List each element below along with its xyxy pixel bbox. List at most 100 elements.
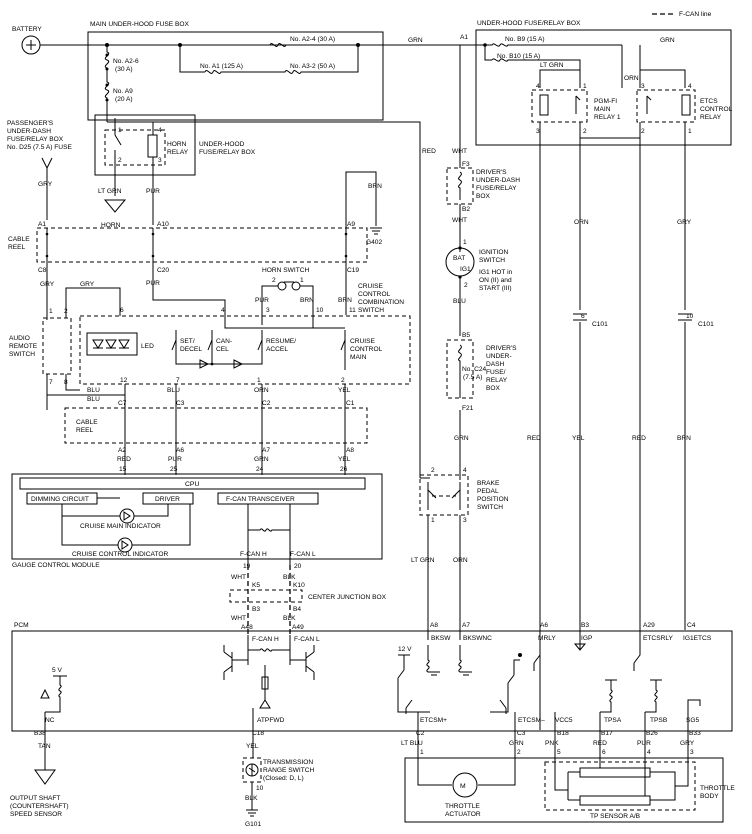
fuse-a26-l2: (30 A) (115, 66, 133, 73)
trs-3: (Closed: D, L) (263, 775, 304, 782)
reel1-l1: CABLE (8, 236, 30, 243)
conn-c3-pcm: C3 (517, 730, 526, 737)
brk-pin1: 1 (431, 517, 435, 524)
pcm-igp: IGP (581, 635, 593, 642)
pcm-fcanh: F-CAN H (252, 636, 279, 643)
pcm-etcsmm: ETCSM– (518, 717, 545, 724)
legend-fcan-text: F-CAN line (679, 11, 712, 18)
etcs-label-3: RELAY (700, 114, 722, 121)
cmain-2: CONTROL (350, 346, 383, 353)
conn-a8-pcm: A8 (430, 622, 438, 629)
fuse-a9-l1: No. A9 (113, 88, 133, 95)
etcs-pin1: 1 (688, 128, 692, 135)
oss-2: (COUNTERSHAFT) (10, 803, 69, 810)
wire-yel-c1: YEL (338, 387, 351, 394)
conn-b3: B3 (252, 606, 260, 613)
cable-reel-top: CABLE REEL A1 A10 A9 C8 C20 C19 (8, 221, 368, 274)
wire-blk-can: BLK (283, 574, 296, 581)
drv-box1-4: BOX (476, 193, 491, 200)
pgm-label-3: RELAY 1 (594, 114, 621, 121)
oss-3: SPEED SENSOR (10, 811, 62, 818)
wire-orn-r1: ORN (574, 219, 589, 226)
fuse-a26-l1: No. A2-6 (113, 58, 139, 65)
wire-gry-tp: GRY (680, 740, 695, 747)
gauge-control-module: GAUGE CONTROL MODULE CPU DIMMING CIRCUIT… (11, 473, 383, 570)
ars-pin1: 1 (49, 308, 53, 315)
wire-pur-horn: PUR (146, 188, 160, 195)
conn-c7: C7 (118, 400, 127, 407)
underhood-fuse-relay-box: UNDER-HOOD FUSE/RELAY BOX No. B9 (15 A) … (470, 20, 733, 146)
drv2-4: FUSE/ (486, 369, 506, 376)
reel1-l2: REEL (8, 244, 26, 251)
resume-2: ACCEL (266, 346, 288, 353)
ign-note-2: ON (II) and (479, 277, 512, 284)
battery-label: BATTERY (12, 26, 42, 33)
fuse-a32-label: No. A3-2 (50 A) (290, 63, 335, 70)
wire-wht-can: WHT (231, 574, 246, 581)
fcan-lines: WHT BLK K5 K10 CENTER JUNCTION BOX B3 B4… (229, 565, 387, 635)
trs-pin10: 10 (256, 785, 264, 792)
drv-box1-2: UNDER-DASH (476, 177, 520, 184)
pass-1: PASSENGER'S (7, 120, 54, 127)
pcm-mrly: MRLY (538, 635, 556, 642)
pgm-pin2: 2 (583, 128, 587, 135)
drv2-1: DRIVER'S (486, 345, 517, 352)
wire-blu-ars2: BLU (87, 396, 100, 403)
wire-brn-c19: BRN (338, 297, 352, 304)
trs-2: RANGE SWITCH (263, 767, 315, 774)
brk-pin4: 4 (463, 467, 467, 474)
wire-gry-r1: GRY (677, 219, 692, 226)
drv-box1-1: DRIVER'S (476, 169, 507, 176)
wire-ltgrn-brk: LT GRN (411, 557, 435, 564)
conn-a10: A10 (157, 221, 169, 228)
etcs-pin2: 2 (641, 128, 645, 135)
setdecel-1: SET/ (180, 338, 195, 345)
etcs-label-1: ETCS (700, 98, 718, 105)
horn-label: HORN (101, 222, 121, 229)
wire-pur-a6: PUR (168, 456, 182, 463)
conn-f3: F3 (462, 161, 470, 168)
ars-l1: AUDIO (9, 335, 30, 342)
conn-a6: A6 (176, 447, 184, 454)
pcm-atpfwd: ATPFWD (257, 717, 285, 724)
conn-c2-pcm: C2 (416, 730, 425, 737)
brk-label-4: SWITCH (477, 504, 503, 511)
pgm-label-2: MAIN (594, 106, 611, 113)
wire-ltgrn-uh: LT GRN (540, 62, 564, 69)
ign-label-2: SWITCH (479, 257, 505, 264)
wire-grn-brk: GRN (454, 435, 469, 442)
wire-red-1: RED (422, 148, 436, 155)
conn-b3-pcm: B3 (581, 622, 589, 629)
drv2-3: DASH (486, 361, 505, 368)
fuse-a1-label: No. A1 (125 A) (200, 63, 243, 70)
pass-4: No. D25 (7.5 A) FUSE (7, 144, 72, 151)
pass-2: UNDER-DASH (7, 128, 51, 135)
brk-pin3: 3 (463, 517, 467, 524)
wire-pnk: PNK (545, 740, 559, 747)
conn-a1-reel: A1 (38, 221, 46, 228)
led-label: LED (141, 343, 154, 350)
horn-pin3: 3 (158, 157, 162, 164)
wire-brn-hsw: BRN (300, 297, 314, 304)
cm-ind-label: CRUISE MAIN INDICATOR (80, 523, 161, 530)
drv2-2: UNDER- (486, 353, 512, 360)
ta-2: ACTUATOR (445, 811, 481, 818)
tb-label-1: THROTTLE (700, 785, 735, 792)
combo-pin12: 12 (120, 377, 128, 384)
etcs-pin4: 4 (688, 83, 692, 90)
wire-tan: TAN (38, 743, 51, 750)
combo-3: COMBINATION (358, 299, 404, 306)
conn-b17: B17 (601, 730, 613, 737)
gcm-pin26: 26 (340, 466, 348, 473)
combo-pin6: 6 (120, 307, 124, 314)
gcm-pin24: 24 (256, 466, 264, 473)
reel2-l2: REEL (76, 427, 94, 434)
horn-circuit: PASSENGER'S UNDER-DASH FUSE/RELAY BOX No… (7, 114, 382, 246)
brk-pin2: 2 (431, 467, 435, 474)
pcm-bksw: BKSW (431, 635, 451, 642)
fuse-c24-1: No. C24 (462, 366, 487, 373)
pgm-pin4: 4 (536, 83, 540, 90)
g101-label: G101 (245, 821, 261, 828)
tb-pin1: 1 (420, 749, 424, 756)
